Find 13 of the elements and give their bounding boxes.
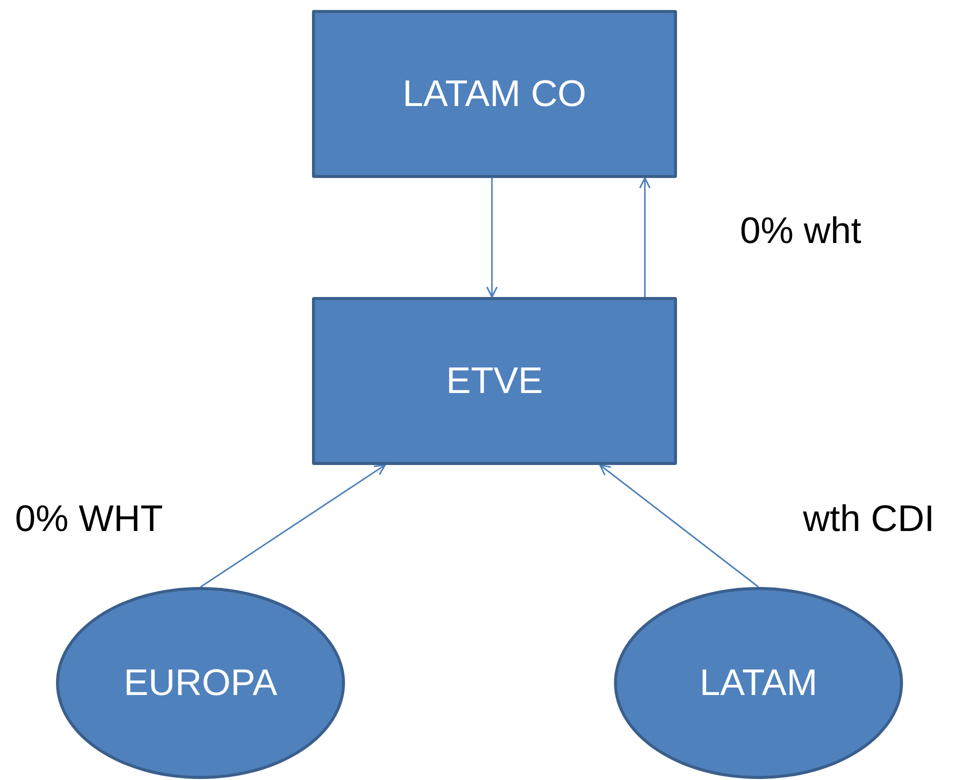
arrow <box>200 464 386 588</box>
node-label: LATAM CO <box>402 73 586 115</box>
rate-note: 0% WHT <box>15 498 163 540</box>
arrow <box>599 464 759 588</box>
process-box <box>312 10 677 178</box>
node-label: EUROPA <box>124 662 278 704</box>
arrow <box>639 177 651 297</box>
node-label: LATAM <box>700 662 818 704</box>
rate-note: wth CDI <box>803 498 935 540</box>
rate-note: 0% wht <box>740 210 862 252</box>
arrow <box>486 178 498 298</box>
node-label: ETVE <box>446 360 543 402</box>
process-box <box>312 297 677 465</box>
